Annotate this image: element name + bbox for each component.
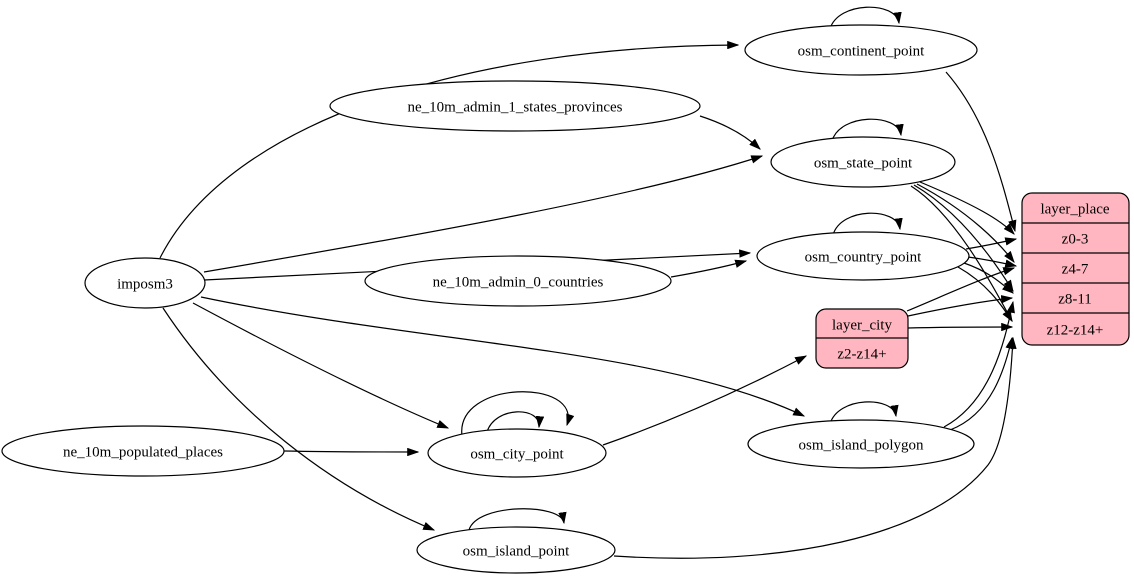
edge-imposm3-osm_island_point [162, 307, 436, 531]
ne_10m_populated_places-label: ne_10m_populated_places [63, 444, 223, 460]
node-layer_place: layer_place z0-3 z4-7 z8-11 z12-z14+ [1021, 192, 1130, 346]
edge-layer [159, 6, 1018, 559]
osm_country_point-shape [756, 231, 970, 281]
node-osm_country_point: osm_country_point [756, 231, 970, 281]
layer_city-row-z2-z14: z2-z14+ [837, 346, 886, 362]
osm_state_point-shape [770, 136, 956, 188]
selfloop-osm_country_point [832, 212, 903, 236]
osm_state_point-label: osm_state_point [814, 155, 913, 171]
osm_country_point-label: osm_country_point [805, 249, 922, 265]
ne_10m_admin_1_states_provinces-shape [329, 80, 701, 132]
node-ne_10m_populated_places: ne_10m_populated_places [1, 425, 285, 477]
edge-osm_state_point-z8-11 [913, 184, 1014, 293]
edge-osm_country_point-z12-z14 [957, 266, 1013, 322]
edge-imposm3-osm_city_point [192, 302, 450, 429]
edge-layer_city-z12-z14 [907, 322, 1014, 332]
edge-layer_city-z4-7 [906, 267, 1016, 312]
edge-osm_island_polygon-z8-11 [943, 300, 1015, 428]
node-osm_state_point: osm_state_point [770, 136, 956, 188]
edge-osm_country_point-z0-3 [965, 237, 1018, 250]
osm_island_point-label: osm_island_point [463, 543, 571, 559]
edge-imposm3-osm_island_polygon [200, 296, 806, 417]
edge-osm_country_point-z8-11 [963, 262, 1014, 294]
layer_place-title: layer_place [1040, 201, 1109, 217]
selfloop-osm_city_point-inner [486, 411, 545, 433]
layer_place-row-z8-11: z8-11 [1058, 291, 1092, 307]
edge-ne_10m_admin_0_countries-osm_country_point [670, 259, 748, 278]
edge-osm_continent_point-z0-3 [945, 71, 1017, 233]
ne_10m_populated_places-shape [1, 425, 285, 477]
ne_10m_admin_1_states_provinces-label: ne_10m_admin_1_states_provinces [408, 99, 623, 115]
osm_city_point-label: osm_city_point [470, 446, 564, 462]
osm_continent_point-shape [744, 24, 978, 76]
edge-osm_country_point-z4-7 [967, 256, 1018, 268]
edge-imposm3-osm_continent_point [159, 40, 740, 259]
osm_island_polygon-label: osm_island_polygon [798, 437, 924, 453]
ne_10m_admin_0_countries-label: ne_10m_admin_0_countries [433, 274, 604, 290]
imposm3-label: imposm3 [117, 276, 173, 292]
node-osm_city_point: osm_city_point [427, 428, 607, 478]
selfloop-osm_state_point [831, 118, 904, 142]
node-layer_city: layer_city z2-z14+ [815, 308, 909, 369]
selfloop-osm_city_point-outer [461, 391, 575, 437]
ne_10m_admin_0_countries-shape [364, 255, 672, 307]
edge-osm_city_point-layer_city [602, 355, 808, 446]
edge-layer_city-z8-11 [907, 295, 1014, 317]
node-ne_10m_admin_1_states_provinces: ne_10m_admin_1_states_provinces [329, 80, 701, 132]
osm_city_point-shape [427, 428, 607, 478]
selfloop-osm_island_polygon [829, 401, 899, 425]
imposm3-shape [84, 257, 206, 309]
layer_place-row-z4-7: z4-7 [1062, 261, 1089, 277]
selfloop-osm_island_point [468, 508, 567, 531]
osm_island_polygon-shape [747, 419, 975, 469]
edge-ne_10m_admin_1_states_provinces-osm_state_point [699, 115, 761, 150]
layer_place-row-z0-3: z0-3 [1062, 231, 1089, 247]
node-imposm3: imposm3 [84, 257, 206, 309]
osm_continent_point-label: osm_continent_point [798, 43, 925, 59]
node-osm_continent_point: osm_continent_point [744, 24, 978, 76]
edge-imposm3-osm_state_point [203, 155, 764, 273]
layer_place-shape [1021, 192, 1130, 346]
edge-osm_state_point-z4-7 [916, 183, 1015, 263]
node-osm_island_point: osm_island_point [416, 526, 616, 574]
edge-ne_10m_populated_places-osm_city_point [283, 447, 420, 457]
selfloop-osm_continent_point [829, 6, 902, 30]
layer_city-title: layer_city [832, 317, 892, 333]
node-ne_10m_admin_0_countries: ne_10m_admin_0_countries [364, 255, 672, 307]
osm_island_point-shape [416, 526, 616, 574]
edge-osm_island_point-z12-z14 [613, 336, 1017, 559]
layer_place-row-z12-z14: z12-z14+ [1047, 322, 1104, 338]
node-osm_island_polygon: osm_island_polygon [747, 419, 975, 469]
edge-osm_state_point-z0-3 [919, 181, 1015, 235]
